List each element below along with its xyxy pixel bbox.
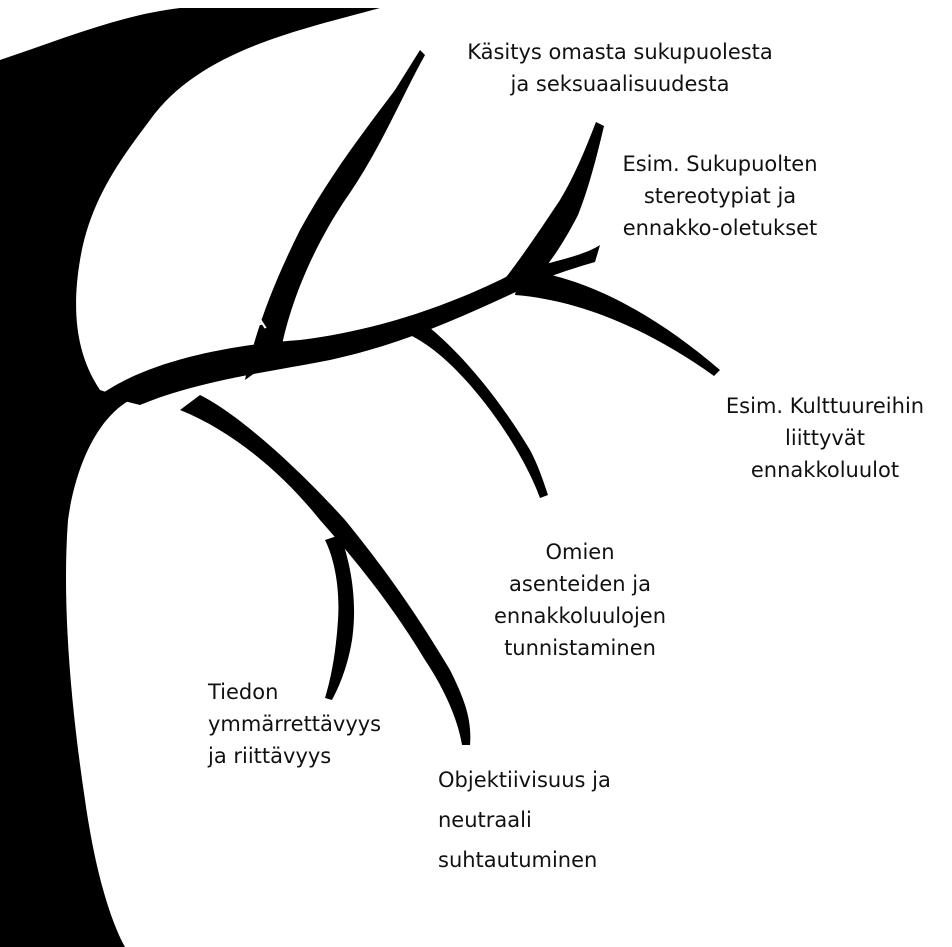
label-line: Objektiivisuus ja bbox=[438, 760, 698, 800]
label-line: Esim. Kulttuureihin bbox=[700, 390, 950, 422]
label-line: liittyvät bbox=[700, 422, 950, 454]
label-line: tunnistaminen bbox=[470, 632, 690, 664]
label-line: stereotypiat ja bbox=[580, 180, 860, 212]
branch-attitudes bbox=[410, 320, 548, 498]
label-line: asenteiden ja bbox=[470, 568, 690, 600]
label-line: ennakkoluulot bbox=[700, 454, 950, 486]
label-line: ja riittävyys bbox=[208, 740, 428, 772]
label-culture: Esim. Kulttuureihin liittyvät ennakkoluu… bbox=[700, 390, 950, 486]
label-gender: Käsitys omasta sukupuolesta ja seksuaali… bbox=[420, 36, 820, 100]
branch-notch bbox=[262, 380, 300, 398]
label-line: ymmärrettävyys bbox=[208, 708, 428, 740]
label-line: ennakko-oletukset bbox=[580, 212, 860, 244]
label-stereotypes: Esim. Sukupuolten stereotypiat ja ennakk… bbox=[580, 148, 860, 244]
label-information: Tiedon ymmärrettävyys ja riittävyys bbox=[208, 676, 428, 772]
label-line: neutraali bbox=[438, 800, 698, 840]
label-attitudes: Omien asenteiden ja ennakkoluulojen tunn… bbox=[470, 536, 690, 664]
label-line: Omien bbox=[470, 536, 690, 568]
tree-trunk bbox=[0, 8, 380, 947]
label-line: Esim. Sukupuolten bbox=[580, 148, 860, 180]
label-line: ennakkoluulojen bbox=[470, 600, 690, 632]
branch-culture bbox=[515, 270, 720, 376]
label-line: suhtautuminen bbox=[438, 840, 698, 880]
label-line: ja seksuaalisuudesta bbox=[420, 68, 820, 100]
label-objectivity: Objektiivisuus ja neutraali suhtautumine… bbox=[438, 760, 698, 880]
label-line: Tiedon bbox=[208, 676, 428, 708]
label-line: Käsitys omasta sukupuolesta bbox=[420, 36, 820, 68]
